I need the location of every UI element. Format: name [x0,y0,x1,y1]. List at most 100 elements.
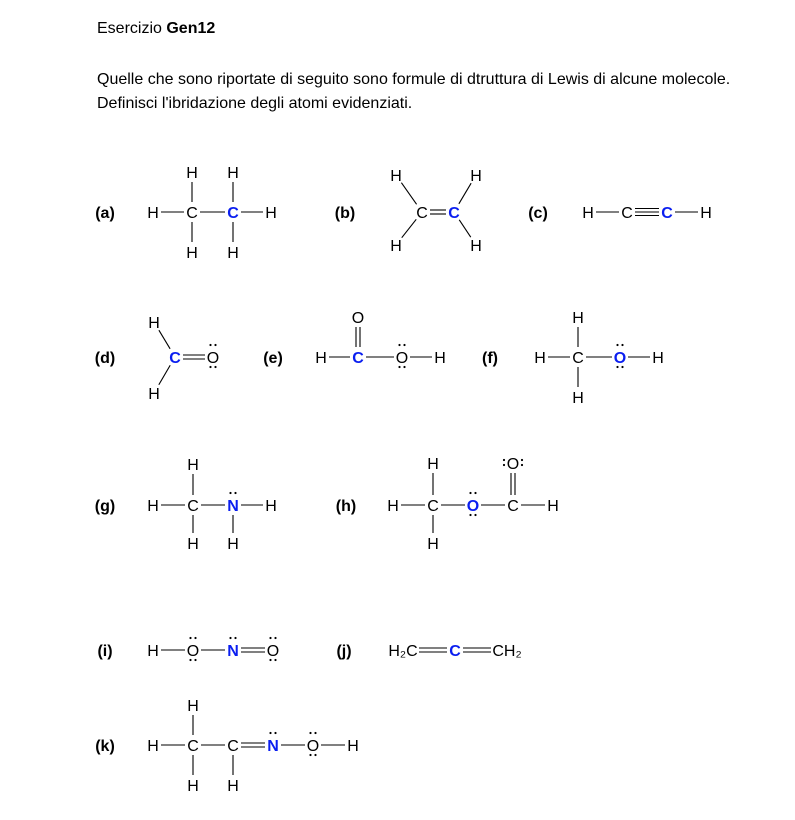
lone-pair-dot [520,463,524,467]
lone-pair-dot [398,343,401,347]
atom: H [572,390,584,407]
highlighted-atom: C [661,205,673,222]
molecule-label: (f) [482,350,498,367]
molecule-label: (k) [95,738,115,755]
lone-pair-dot [269,636,272,640]
lone-pair-dot [274,731,277,735]
highlighted-atom: C [227,205,239,222]
atom: O [507,456,519,473]
lone-pair-dot [403,365,406,369]
atom: H [387,498,399,515]
atom: H [227,245,239,262]
atom: H [186,165,198,182]
highlighted-atom: N [267,738,279,755]
lone-pair-dot [194,636,197,640]
bond-line [158,329,171,350]
atom: H [390,168,402,185]
lone-pair-dot [474,491,477,495]
atom: H [227,536,239,553]
atom: H₂C [388,643,417,660]
highlighted-atom: C [449,643,461,660]
atom: O [207,350,219,367]
lone-pair-dot [474,513,477,517]
atom: H [470,238,482,255]
bond-line [458,219,472,238]
atom: H [147,738,159,755]
atom: H [470,168,482,185]
atom: H [427,536,439,553]
lone-pair-dot [403,343,406,347]
bond-line [158,364,171,386]
highlighted-atom: C [169,350,181,367]
lone-pair-dot [502,458,506,462]
lone-pair-dot [314,731,317,735]
lone-pair-dot [234,636,237,640]
atom: H [227,165,239,182]
highlighted-atom: C [352,350,364,367]
atom: O [396,350,408,367]
atom: H [582,205,594,222]
highlighted-atom: O [467,498,479,515]
atom: H [187,698,199,715]
molecule-label: (d) [95,350,115,367]
atom: C [427,498,439,515]
atom: H [534,350,546,367]
exercise-title: Esercizio Gen12 [97,20,215,38]
atom: C [416,205,428,222]
molecule-label: (a) [95,205,115,222]
atom: H [187,457,199,474]
atom: H [427,456,439,473]
lone-pair-dot [234,491,237,495]
atom: H [265,205,277,222]
lone-pair-dot [209,365,212,369]
molecule-label: (j) [336,643,351,660]
atom: H [147,643,159,660]
atom: C [227,738,239,755]
atom: O [267,643,279,660]
lone-pair-dot [398,365,401,369]
atom: H [187,778,199,795]
lone-pair-dot [229,636,232,640]
molecule-label: (b) [335,205,355,222]
lone-pair-dot [229,491,232,495]
lone-pair-dot [274,636,277,640]
highlighted-atom: N [227,643,239,660]
lone-pair-dot [189,658,192,662]
atom: H [347,738,359,755]
atom: H [148,315,160,332]
lone-pair-dot [469,513,472,517]
lone-pair-dot [214,365,217,369]
atom: H [652,350,664,367]
molecule-label: (e) [263,350,283,367]
molecule-label: (h) [336,498,356,515]
lone-pair-dot [621,365,624,369]
lone-pair-dot [194,658,197,662]
lone-pair-dot [274,658,277,662]
lone-pair-dot [314,753,317,757]
lone-pair-dot [616,343,619,347]
atom: C [507,498,519,515]
atom: O [187,643,199,660]
lone-pair-dot [616,365,619,369]
atom: H [147,498,159,515]
lone-pair-dot [269,658,272,662]
bond-line [458,182,472,205]
lone-pair-dot [502,463,506,467]
lone-pair-dot [309,731,312,735]
lone-pair-dot [214,343,217,347]
highlighted-atom: N [227,498,239,515]
atom: H [147,205,159,222]
atom: H [265,498,277,515]
lone-pair-dot [189,636,192,640]
atom: H [315,350,327,367]
lone-pair-dot [621,343,624,347]
bond-line [401,218,417,239]
molecule-label: (c) [528,205,548,222]
atom: H [700,205,712,222]
atom: H [187,536,199,553]
atom: H [547,498,559,515]
lone-pair-dot [309,753,312,757]
lone-pair-dot [269,731,272,735]
atom: C [572,350,584,367]
